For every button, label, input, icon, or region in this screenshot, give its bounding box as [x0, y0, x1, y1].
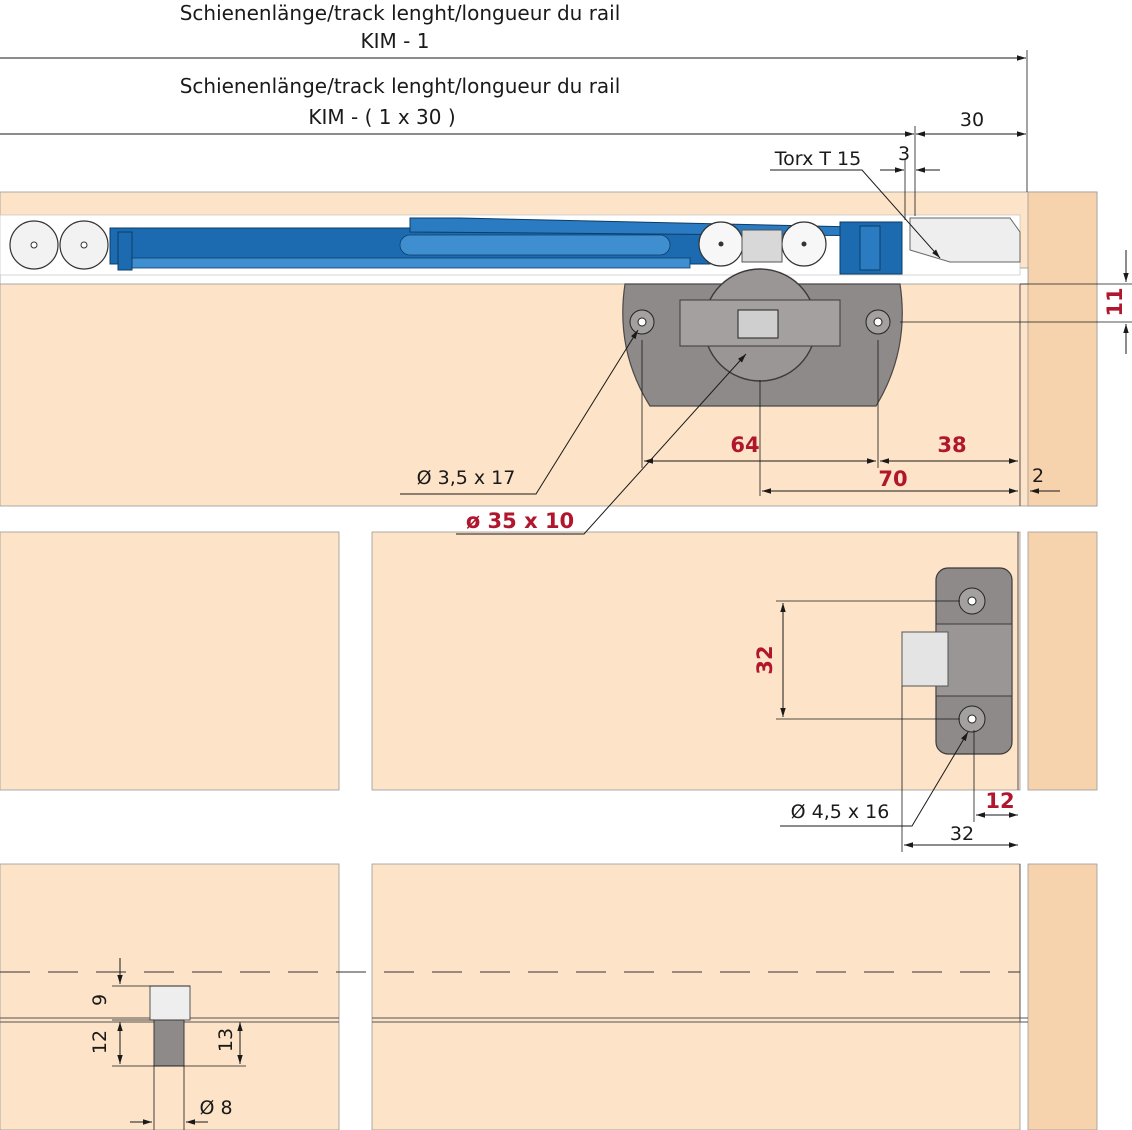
track-length-value-2: KIM - ( 1 x 30 )	[308, 105, 455, 129]
hole-side-label: Ø 4,5 x 16	[791, 801, 890, 823]
dim-32-vertical: 32	[753, 645, 777, 674]
hole-big-label: ø 35 x 10	[466, 509, 574, 533]
track-length-value-1: KIM - 1	[361, 29, 430, 53]
dim-70: 70	[878, 467, 907, 491]
middle-side-panel	[1027, 531, 1098, 791]
dim-12-red: 12	[985, 789, 1014, 813]
dim-12-left: 12	[89, 1030, 111, 1054]
bottom-main-panel	[371, 863, 1021, 1130]
dim-diameter-8: Ø 8	[199, 1097, 232, 1119]
dim-32-horizontal: 32	[950, 823, 974, 845]
dim-13: 13	[215, 1028, 237, 1052]
track-length-title-1: Schienenlänge/track lenght/longueur du r…	[180, 1, 621, 25]
dim-2: 2	[1032, 465, 1044, 487]
dim-64: 64	[730, 433, 759, 457]
track-length-title-2: Schienenlänge/track lenght/longueur du r…	[180, 74, 621, 98]
middle-left-panel	[0, 531, 340, 791]
guide-pin	[149, 985, 191, 1021]
dim-30: 30	[960, 109, 984, 131]
dim-38: 38	[937, 433, 966, 457]
dim-9: 9	[89, 994, 111, 1006]
top-side-panel	[1027, 191, 1098, 507]
torx-label: Torx T 15	[774, 148, 861, 170]
dim-3: 3	[898, 143, 910, 165]
hole-small-label: Ø 3,5 x 17	[417, 467, 516, 489]
bottom-side-panel	[1027, 863, 1098, 1130]
dim-11: 11	[1103, 287, 1127, 316]
